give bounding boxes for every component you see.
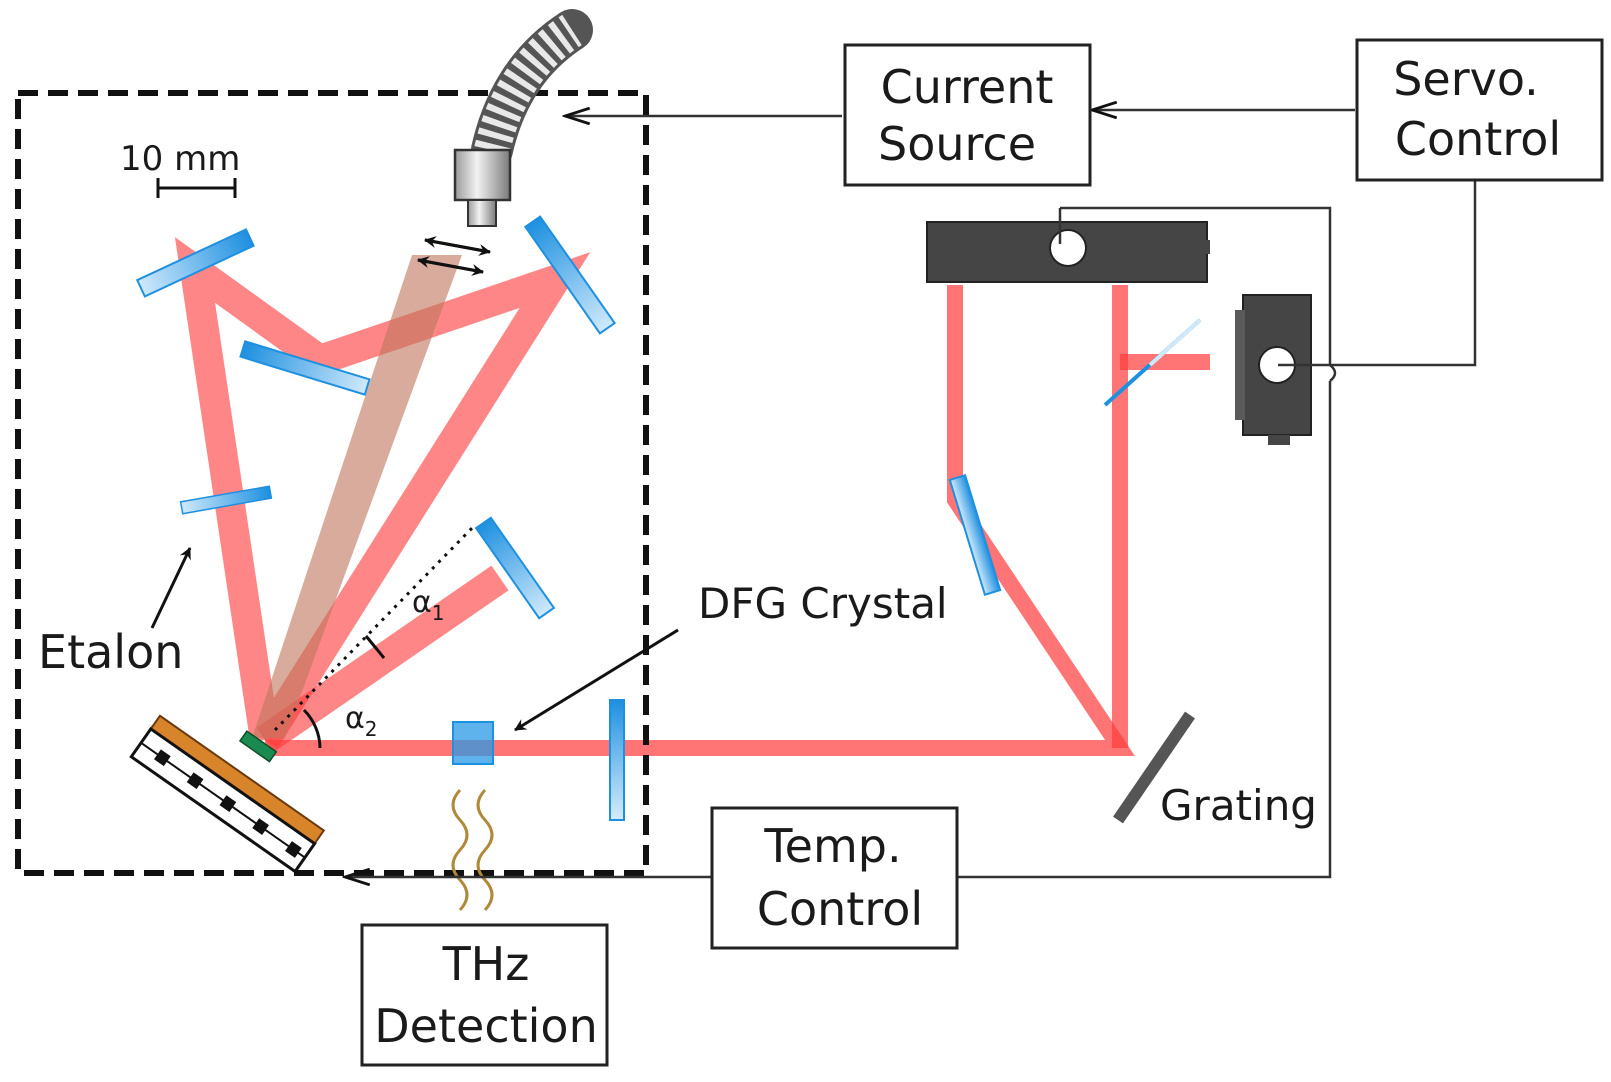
dfg-pointer-arrow	[514, 628, 679, 732]
current-source-line1: Current	[881, 60, 1054, 114]
cavity-beam	[174, 237, 591, 748]
temp-control-box: Temp. Control	[710, 806, 959, 950]
pump-fiber	[453, 9, 593, 227]
scale-bar-label: 10 mm	[120, 139, 240, 179]
thz-detection-line2: Detection	[374, 999, 597, 1053]
dfg-crystal-label: DFG Crystal	[698, 579, 948, 628]
feedback-mirror	[474, 516, 556, 620]
servo-control-line2: Control	[1395, 112, 1561, 166]
etalon-pointer-arrow	[150, 547, 192, 629]
laser-beam-paths	[174, 237, 591, 753]
servo-control-line1: Servo.	[1393, 52, 1539, 106]
alpha1-tick	[364, 635, 386, 659]
thz-detection-line1: THz	[442, 937, 530, 991]
qcl-chip-mount	[129, 714, 326, 874]
photodetector-housing	[1235, 294, 1312, 445]
etalon-label: Etalon	[38, 625, 183, 679]
dfg-crystal	[452, 721, 494, 765]
alpha2-arc	[302, 708, 322, 749]
pickoff-beamsplitter-fade	[1148, 318, 1202, 367]
control-wiring	[958, 175, 1477, 879]
folding-mirror	[239, 340, 371, 396]
current-source-line2: Source	[878, 117, 1036, 171]
wavemeter-housing	[926, 221, 1210, 283]
output-beam-paths	[265, 285, 1210, 756]
laser-housing-outline	[15, 90, 649, 876]
cavity-mirror-top-left	[135, 228, 255, 298]
alpha1-label: α1	[412, 585, 445, 625]
thz-emission-waves	[451, 788, 494, 912]
pump-beam	[252, 255, 462, 738]
alpha2-label: α2	[345, 701, 378, 741]
scale-bar: 10 mm	[120, 139, 240, 198]
grating	[1113, 711, 1195, 824]
feedback-beam	[256, 565, 509, 753]
cavity-mirror-top-right	[523, 215, 617, 335]
alpha1-reference-line	[273, 523, 477, 732]
output-window	[609, 699, 625, 821]
thz-detection-box: THz Detection	[360, 923, 609, 1067]
grating-label: Grating	[1160, 781, 1317, 830]
current-source-box: Current Source	[843, 43, 1092, 187]
temp-control-line2: Control	[757, 882, 923, 936]
output-beam	[265, 285, 1135, 756]
etalon-optic	[179, 485, 273, 515]
qcl-chip	[238, 730, 278, 763]
right-steering-mirror	[948, 474, 1002, 596]
servo-control-box: Servo. Control	[1355, 38, 1604, 182]
pump-polarization-arrows	[417, 236, 491, 276]
temp-control-line1: Temp.	[763, 819, 901, 873]
